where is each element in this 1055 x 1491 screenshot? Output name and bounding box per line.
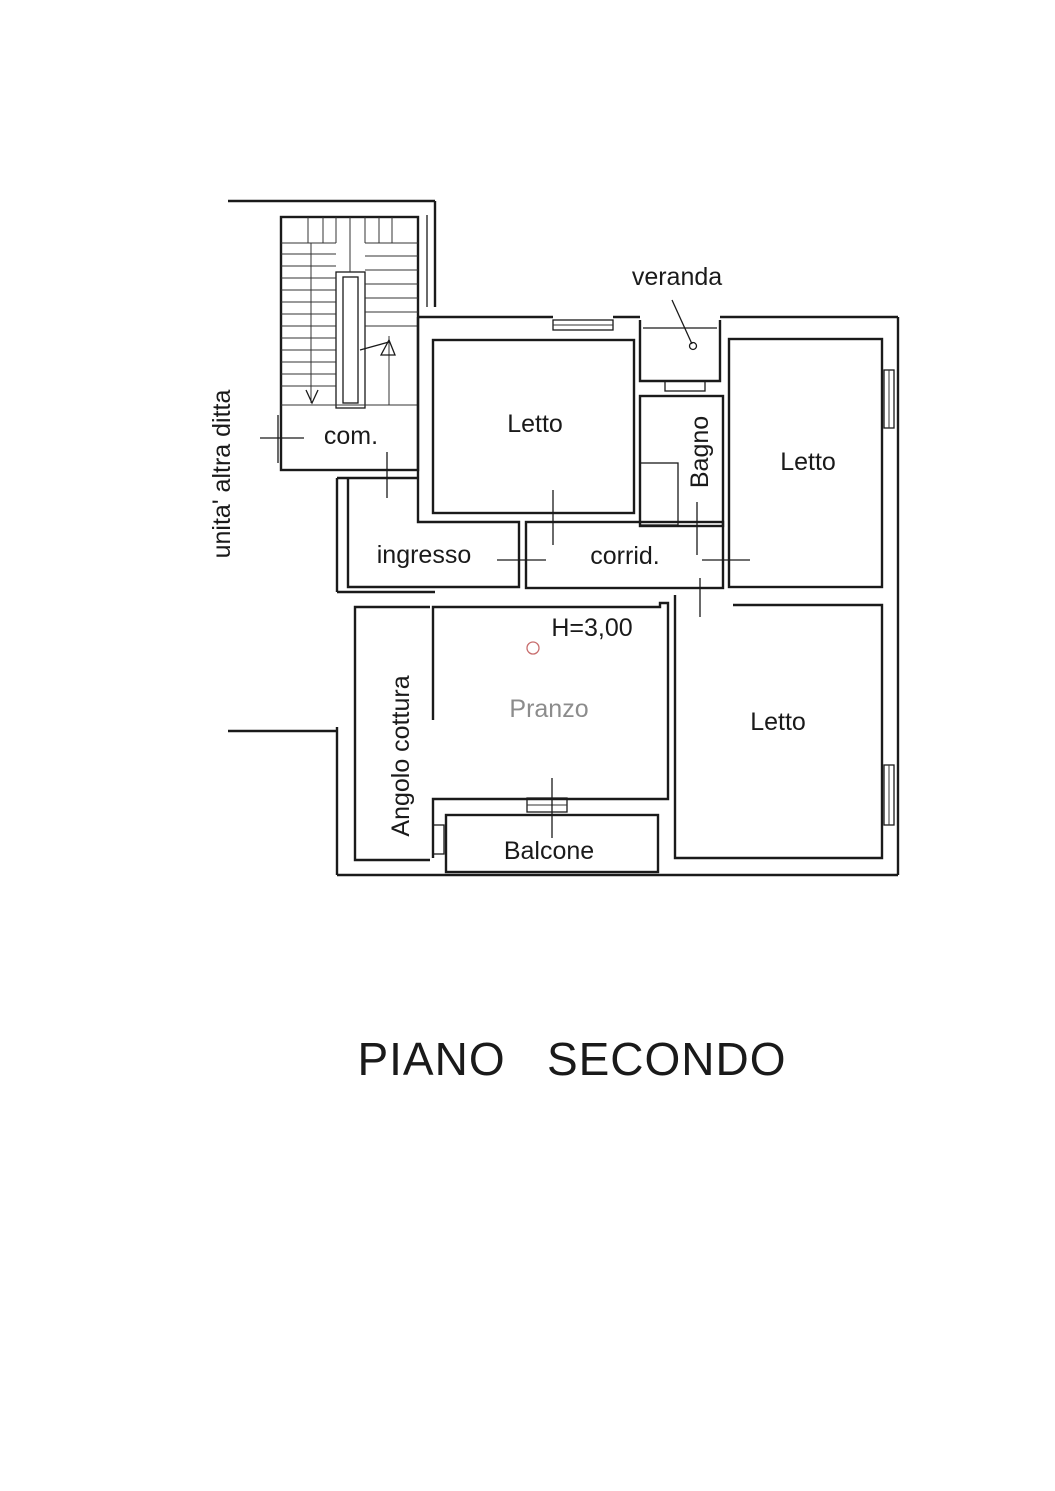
room-bagno (638, 394, 725, 528)
door-markers (497, 490, 750, 838)
label-letto-1: Letto (507, 410, 563, 438)
room-angolo-cottura (353, 605, 430, 862)
label-balcone: Balcone (504, 837, 594, 865)
label-height: H=3,00 (551, 614, 632, 642)
plan-title: PIANO SECONDO (357, 1033, 786, 1085)
staircase (228, 199, 437, 498)
room-letto-2 (727, 337, 884, 589)
label-pranzo: Pranzo (509, 695, 588, 723)
label-corridoio: corrid. (590, 542, 659, 570)
room-letto-1 (431, 338, 636, 515)
label-ingresso: ingresso (377, 541, 472, 569)
label-angolo-cottura: Angolo cottura (387, 675, 415, 836)
label-unita-altra-ditta: unita' altra ditta (208, 390, 236, 559)
veranda-leader (671, 299, 693, 345)
label-veranda: veranda (632, 263, 722, 291)
room-outlines (346, 320, 884, 874)
height-marker (526, 641, 540, 655)
room-letto-3 (673, 595, 884, 860)
label-bagno: Bagno (686, 416, 714, 488)
room-corridoio (524, 520, 725, 590)
veranda-point (688, 341, 698, 351)
label-letto-3: Letto (750, 708, 806, 736)
room-ingresso (346, 478, 521, 589)
room-veranda (638, 320, 722, 383)
exterior-walls (228, 315, 900, 877)
label-letto-2: Letto (780, 448, 836, 476)
room-pranzo (431, 601, 670, 858)
label-com: com. (324, 422, 378, 450)
